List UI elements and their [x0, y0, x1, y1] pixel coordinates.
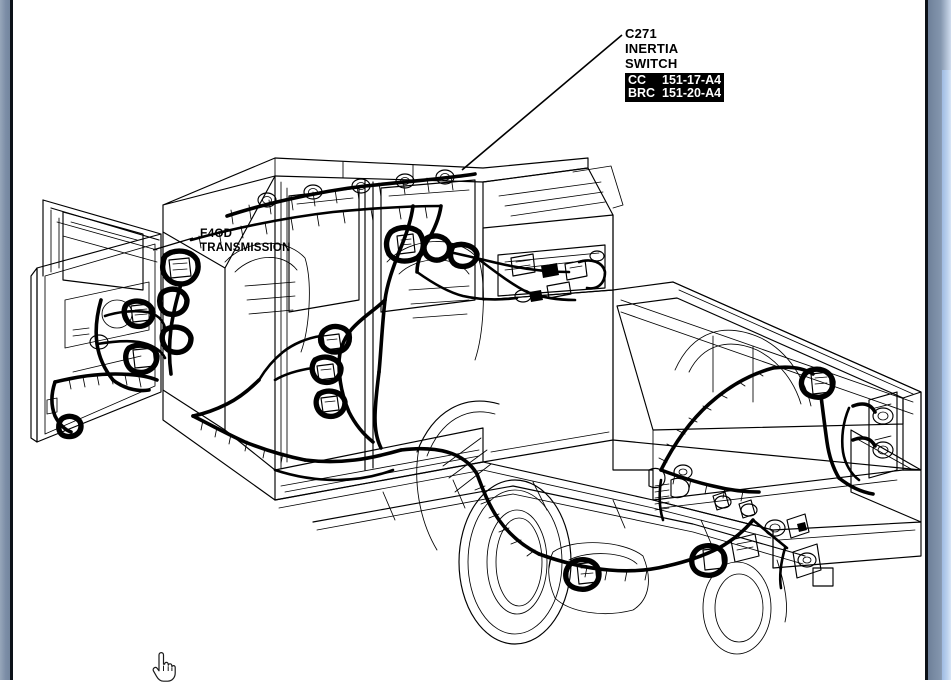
part-row-code: CC [628, 73, 647, 87]
harness-b-pillar [257, 298, 387, 450]
cargo-box [612, 281, 922, 587]
callout-e4od-line2: TRANSMISSION [200, 242, 291, 254]
document-page: .b{fill:none;stroke:#000;stroke-width:1.… [13, 0, 925, 680]
harness-cab-rear [377, 204, 607, 374]
harness-door [50, 298, 167, 440]
wiring-harness-diagram: .b{fill:none;stroke:#000;stroke-width:1.… [13, 0, 925, 680]
vertical-scrollbar-thumb[interactable] [942, 70, 951, 680]
bullet-connectors [648, 464, 758, 519]
right-gutter-rule [925, 0, 928, 680]
harness-frame-rail [399, 446, 810, 592]
part-number-row: CC 151-17-A4 [628, 74, 721, 87]
harness-bumper [751, 518, 822, 590]
leader-e4od [152, 237, 194, 251]
part-number-box: CC 151-17-A4 BRC 151-20-A4 [625, 73, 725, 102]
left-gutter-rule [10, 0, 13, 680]
callout-e4od-transmission: E4OD TRANSMISSION [200, 227, 291, 255]
window-left-gutter [0, 0, 13, 680]
harness-clips-roof [257, 169, 455, 208]
callout-c271-line3: SWITCH [625, 56, 678, 71]
callout-c271-line2: INERTIA [625, 41, 679, 56]
part-number-row: BRC 151-20-A4 [628, 87, 721, 100]
harness-bed-rail [648, 365, 898, 522]
harness-rocker [191, 414, 403, 482]
part-row-code: BRC [628, 86, 656, 100]
window-right-gutter [925, 0, 951, 680]
callout-leader-lines [152, 34, 623, 251]
chassis-frame [274, 461, 806, 615]
part-row-number: 151-20-A4 [662, 86, 722, 100]
cab-body-outline [162, 157, 624, 501]
callout-e4od-line1: E4OD [200, 228, 233, 240]
vertical-scrollbar-track[interactable] [928, 0, 951, 680]
callout-c271-inertia-switch: C271 INERTIA SWITCH CC 151-17-A4 BRC 151… [625, 26, 725, 102]
part-row-number: 151-17-A4 [662, 73, 722, 87]
harness-kick-panel [156, 248, 261, 418]
leader-c271 [461, 34, 623, 171]
pointer-hand-cursor [150, 652, 176, 682]
harness-roof [189, 169, 477, 249]
callout-c271-line1: C271 [625, 26, 657, 41]
